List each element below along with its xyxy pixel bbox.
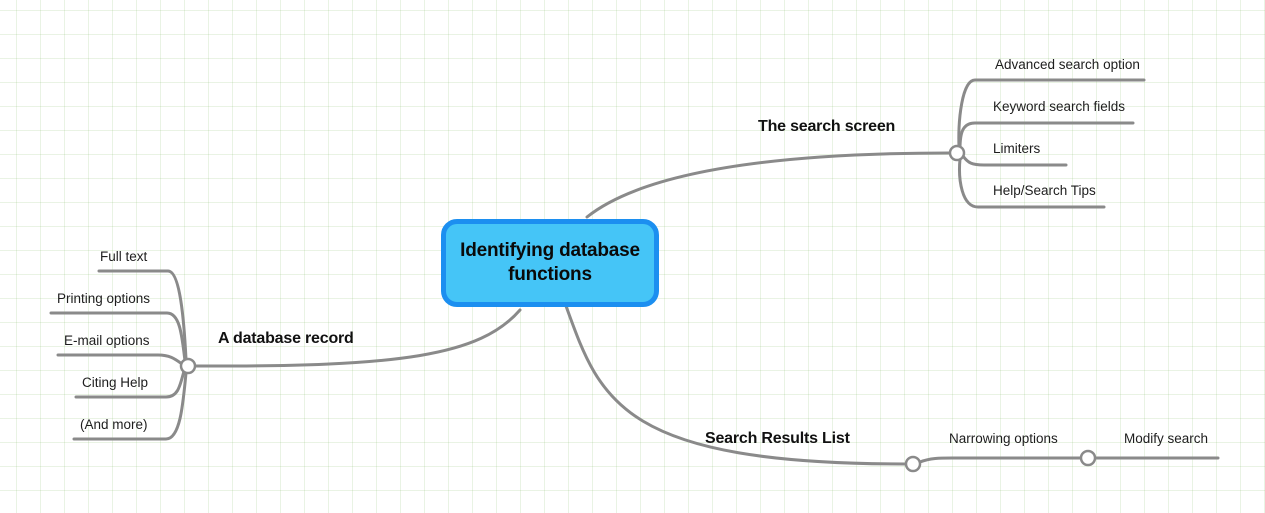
leaf-label-help-search-tips[interactable]: Help/Search Tips	[993, 183, 1096, 198]
node-search-results-list	[904, 455, 922, 473]
leaf-label-and-more[interactable]: (And more)	[80, 417, 148, 432]
branch-label-database-record[interactable]: A database record	[218, 330, 354, 347]
leaf-label-narrowing-options[interactable]: Narrowing options	[949, 431, 1058, 446]
leaf-label-limiters[interactable]: Limiters	[993, 141, 1041, 156]
leaf-label-email-options[interactable]: E-mail options	[64, 333, 150, 348]
node-database-record	[179, 357, 197, 375]
leaf-label-citing-help[interactable]: Citing Help	[82, 375, 149, 390]
connector-search-screen-limiters	[961, 154, 1068, 167]
branch-label-search-screen[interactable]: The search screen	[758, 118, 896, 135]
branch-label-search-results-list[interactable]: Search Results List	[705, 430, 850, 447]
node-narrowing-options	[1079, 449, 1097, 467]
node-search-screen	[948, 144, 966, 162]
leaf-label-full-text[interactable]: Full text	[100, 249, 148, 264]
root-node[interactable]: Identifying database functions	[441, 219, 659, 307]
connector-search-screen-keyword	[958, 121, 1135, 151]
leaf-label-keyword-search-fields[interactable]: Keyword search fields	[993, 99, 1126, 114]
connector-root-to-search-screen	[585, 151, 952, 219]
leaf-label-printing-options[interactable]: Printing options	[57, 291, 151, 306]
leaf-label-advanced-search-option[interactable]: Advanced search option	[995, 57, 1140, 72]
root-node-label: Identifying database functions	[460, 240, 640, 285]
connector-database-record-email	[56, 353, 184, 366]
connector-results-to-narrowing	[918, 456, 1083, 464]
leaf-label-modify-search[interactable]: Modify search	[1124, 431, 1209, 446]
